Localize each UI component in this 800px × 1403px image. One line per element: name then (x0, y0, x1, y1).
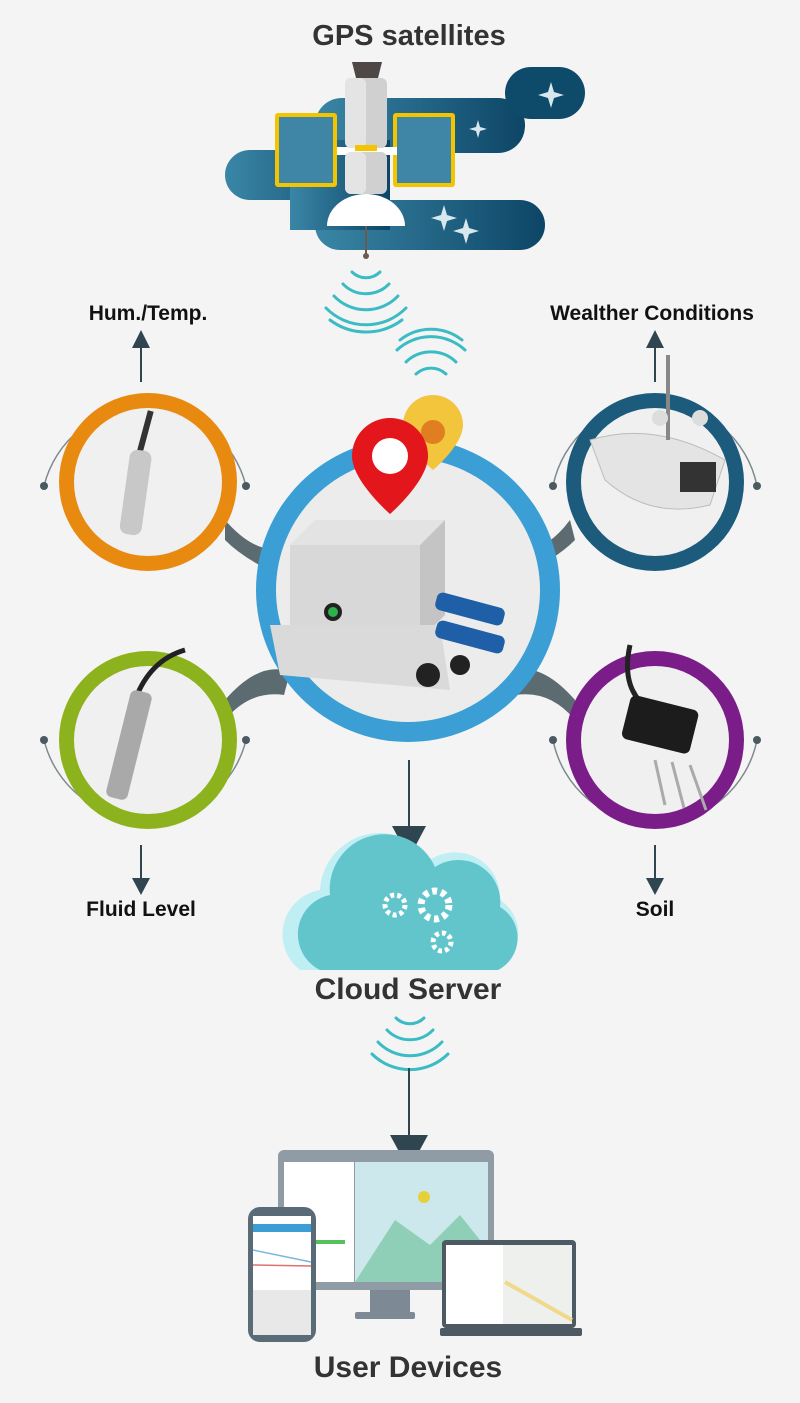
label-user-devices: User Devices (313, 1351, 503, 1384)
signal-waves-icon (324, 270, 467, 1072)
label-hum-temp: Hum./Temp. (88, 302, 208, 325)
label-weather: Wealther Conditions (550, 302, 754, 325)
label-soil: Soil (635, 898, 675, 921)
weather-circle (566, 355, 744, 571)
page-title: GPS satellites (312, 20, 506, 52)
arrows (140, 345, 656, 1135)
laptop-icon (440, 1240, 582, 1336)
fluid-level-circle (59, 647, 237, 829)
hum-temp-circle (59, 393, 237, 571)
arrow-down-icon (646, 878, 664, 895)
satellite-icon (225, 62, 585, 259)
label-fluid-level: Fluid Level (86, 898, 196, 921)
cloud-server-icon (282, 833, 519, 970)
gateway-circle (256, 438, 560, 742)
arrow-up-icon (646, 330, 664, 348)
arrow-up-icon (132, 330, 150, 348)
label-cloud-server: Cloud Server (314, 973, 502, 1006)
phone-icon (248, 1207, 316, 1342)
soil-circle (566, 644, 744, 829)
location-pin-icon (352, 395, 463, 514)
arrow-down-icon (132, 878, 150, 895)
